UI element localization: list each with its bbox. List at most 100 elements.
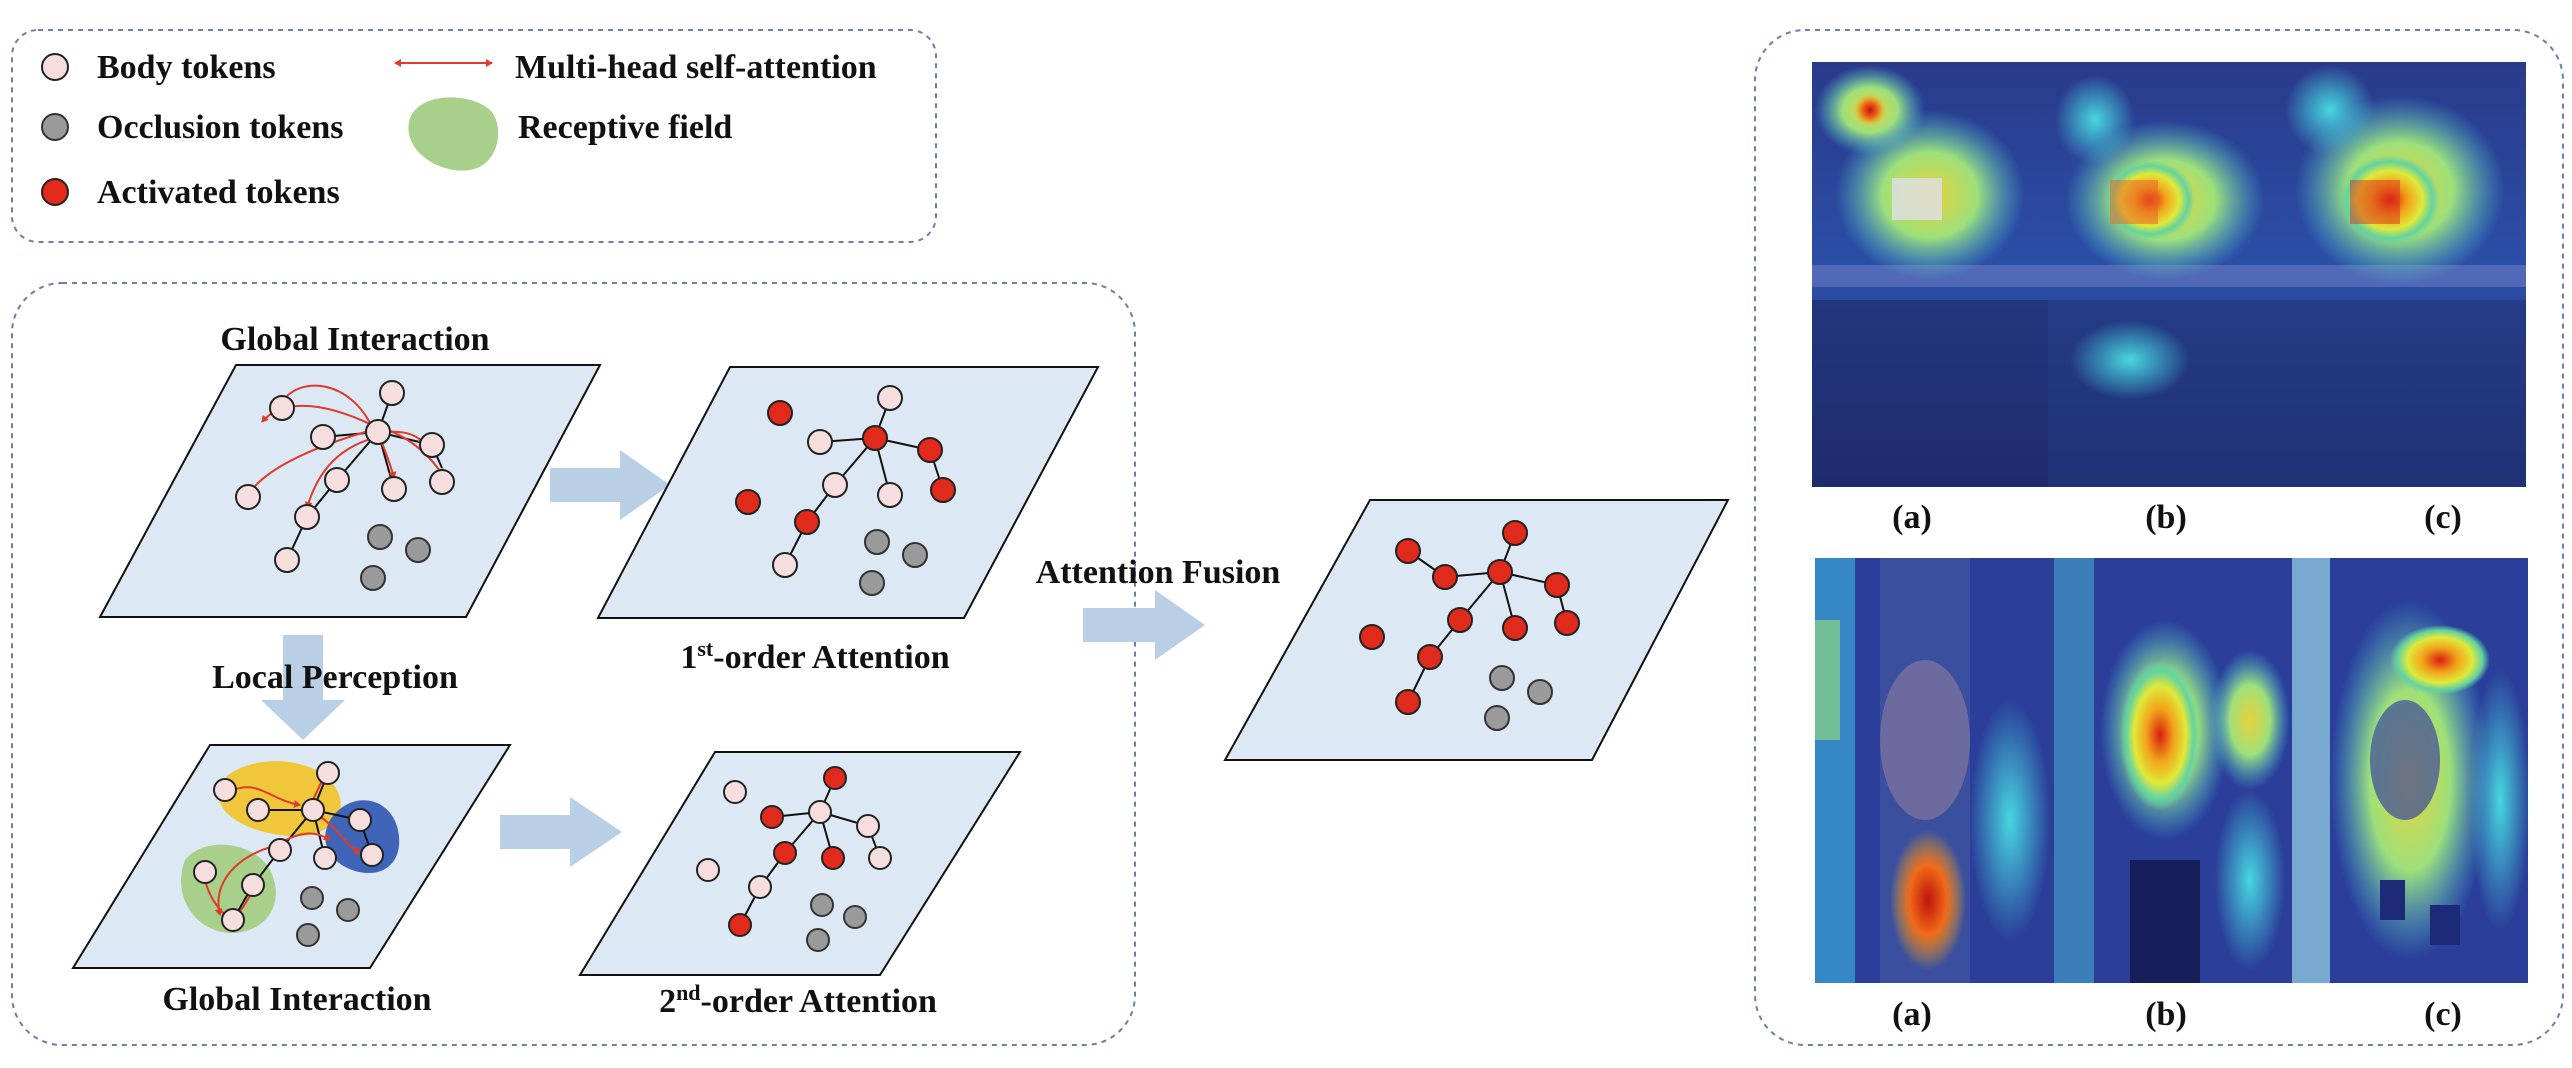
occlusion-token xyxy=(1527,679,1553,705)
token xyxy=(429,469,455,495)
activated-token xyxy=(1502,615,1528,641)
occlusion-token xyxy=(405,537,431,563)
token xyxy=(696,858,720,882)
heatmap-bottom-b xyxy=(2054,558,2292,983)
occlusion-token xyxy=(806,928,830,952)
heatmap-label-top-a: (a) xyxy=(1892,499,1932,536)
label-global-interaction-top: Global Interaction xyxy=(220,321,489,358)
token xyxy=(856,814,880,838)
label-local-perception: Local Perception xyxy=(212,659,458,696)
token xyxy=(419,432,445,458)
pipeline-frame xyxy=(11,282,1136,1046)
activated-token xyxy=(821,846,845,870)
token xyxy=(213,778,237,802)
heatmap-label-bottom-b: (b) xyxy=(2145,996,2187,1033)
token xyxy=(316,761,340,785)
receptive-field-icon xyxy=(408,97,499,171)
token xyxy=(269,395,295,421)
graph-4-nodes xyxy=(696,766,892,952)
plane-local-perception xyxy=(71,744,512,969)
activated-token xyxy=(728,913,752,937)
graph-3-nodes xyxy=(193,761,384,947)
occlusion-token xyxy=(902,542,928,568)
flow-arrow-right-2 xyxy=(500,797,622,867)
activated-token-icon xyxy=(41,178,69,206)
legend-occlusion-tokens: Occlusion tokens xyxy=(97,109,344,146)
graph-5-nodes xyxy=(1359,520,1580,731)
graph-2-nodes xyxy=(735,385,956,596)
activated-token xyxy=(823,766,847,790)
heatmap-top-c xyxy=(2285,62,2526,487)
occlusion-token xyxy=(1489,665,1515,691)
flow-arrow-down xyxy=(261,635,345,740)
activated-token xyxy=(1544,572,1570,598)
token xyxy=(294,504,320,530)
token xyxy=(748,875,772,899)
activated-token xyxy=(917,437,943,463)
label-global-interaction-bottom: Global Interaction xyxy=(162,981,431,1018)
occlusion-token xyxy=(300,886,324,910)
token xyxy=(221,908,245,932)
activated-token xyxy=(1447,607,1473,633)
token xyxy=(360,843,384,867)
token xyxy=(877,482,903,508)
token xyxy=(723,780,747,804)
occlusion-token xyxy=(859,570,885,596)
activated-token xyxy=(930,477,956,503)
activated-token xyxy=(862,425,888,451)
plane-first-order xyxy=(596,366,1100,619)
occlusion-token xyxy=(1484,705,1510,731)
activated-token xyxy=(767,400,793,426)
activated-token xyxy=(794,509,820,535)
occlusion-token xyxy=(864,529,890,555)
legend-frame xyxy=(11,29,937,243)
activated-token xyxy=(1395,689,1421,715)
heatmap-row-top: (a) (b) (c) xyxy=(1812,62,2526,536)
token xyxy=(381,476,407,502)
token xyxy=(310,424,336,450)
label-second-order: 2nd-order Attention xyxy=(659,980,937,1020)
heatmap-label-bottom-a: (a) xyxy=(1892,996,1932,1033)
occlusion-token xyxy=(843,905,867,929)
occlusion-token-icon xyxy=(41,113,69,141)
heatmap-top-a xyxy=(1812,62,2048,487)
legend: Body tokens Occlusion tokens Activated t… xyxy=(11,29,937,243)
flow-arrow-right-1 xyxy=(550,450,670,520)
token xyxy=(877,385,903,411)
token xyxy=(274,547,300,573)
legend-receptive-field: Receptive field xyxy=(518,109,732,146)
token xyxy=(324,467,350,493)
heatmap-label-top-b: (b) xyxy=(2145,499,2187,536)
token xyxy=(868,846,892,870)
token xyxy=(301,798,325,822)
plane-1 xyxy=(98,364,602,618)
label-attention-fusion: Attention Fusion xyxy=(1036,554,1281,591)
token xyxy=(379,380,405,406)
activated-token xyxy=(773,841,797,865)
occlusion-token xyxy=(336,898,360,922)
activated-token xyxy=(735,489,761,515)
plane-3 xyxy=(71,744,512,969)
activated-token xyxy=(1502,520,1528,546)
occlusion-token xyxy=(810,893,834,917)
token xyxy=(241,873,265,897)
plane-global-interaction xyxy=(98,364,602,618)
graph-1-nodes xyxy=(235,380,455,591)
flow-arrow-fusion xyxy=(1083,590,1205,660)
heatmap-label-top-c: (c) xyxy=(2424,499,2462,536)
heatmap-label-bottom-c: (c) xyxy=(2424,996,2462,1033)
token xyxy=(193,860,217,884)
plane-fused xyxy=(1223,499,1730,761)
activated-token xyxy=(760,805,784,829)
legend-activated-tokens: Activated tokens xyxy=(97,174,340,211)
token xyxy=(772,552,798,578)
activated-token xyxy=(1395,538,1421,564)
heatmap-frame xyxy=(1754,29,2564,1046)
body-token-icon xyxy=(41,53,69,81)
heatmap-row-bottom: (a) (b) (c) xyxy=(1815,558,2530,1033)
token xyxy=(313,846,337,870)
token xyxy=(268,838,292,862)
token xyxy=(365,419,391,445)
occlusion-token xyxy=(296,923,320,947)
